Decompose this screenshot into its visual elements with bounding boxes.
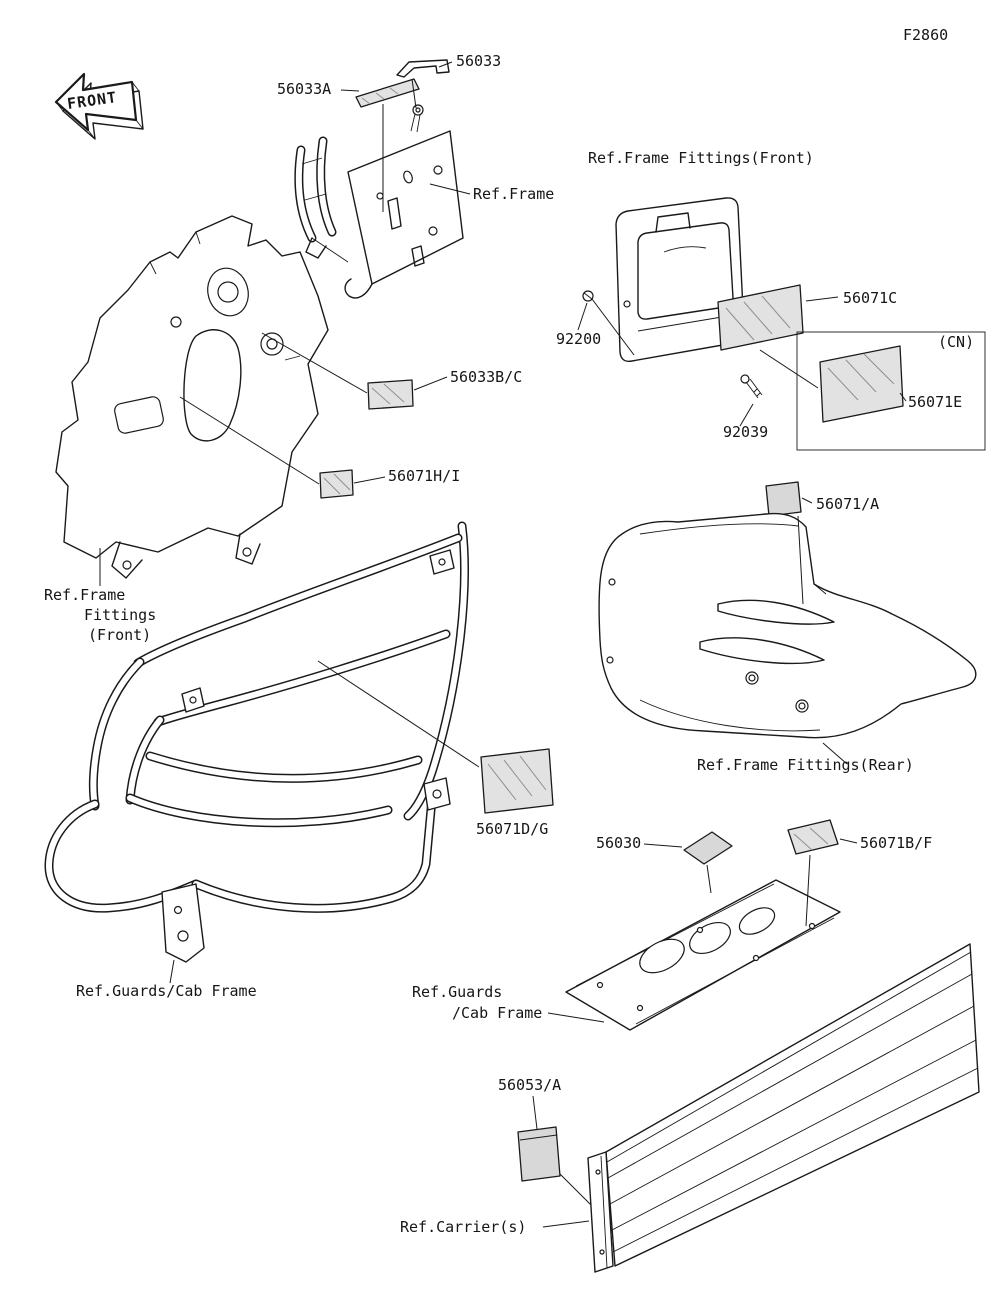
decal-56071a-part (765, 481, 802, 517)
decal-56071hi-part (319, 469, 354, 499)
carrier-panel-part (587, 943, 980, 1273)
label-56071e: 56071E (908, 393, 962, 411)
cab-frame-part (44, 521, 469, 963)
decal-56033-part (396, 59, 450, 78)
decal-56071dg-part (480, 748, 554, 814)
front-fitting-left-panel (55, 215, 329, 579)
decal-56030-part (683, 831, 733, 865)
label-56033a: 56033A (277, 80, 331, 98)
label-ref-carriers: Ref.Carrier(s) (400, 1218, 526, 1236)
figure-code: F2860 (903, 26, 948, 44)
screw-92200-part (582, 290, 594, 302)
label-56071dg: 56071D/G (476, 820, 548, 838)
label-cn: (CN) (938, 333, 974, 351)
decal-56033a-part (355, 78, 420, 108)
label-56030: 56030 (596, 834, 641, 852)
label-56071c: 56071C (843, 289, 897, 307)
label-56071bf: 56071B/F (860, 834, 932, 852)
decal-56071c-part (717, 284, 804, 351)
label-56033bc: 56033B/C (450, 368, 522, 386)
label-ref-frame-fittings-left-3: (Front) (88, 626, 151, 644)
decal-56071e-part (819, 345, 904, 423)
label-92200: 92200 (556, 330, 601, 348)
pin-92039-part (740, 374, 763, 399)
label-92039: 92039 (723, 423, 768, 441)
label-ref-guards-2: /Cab Frame (452, 1004, 542, 1022)
label-56071hi: 56071H/I (388, 467, 460, 485)
label-ref-frame-fittings-left-1: Ref.Frame (44, 586, 125, 604)
decal-56071bf-part (787, 819, 839, 855)
label-ref-guards-1: Ref.Guards (412, 983, 502, 1001)
label-ref-frame-fittings-left-2: Fittings (84, 606, 156, 624)
label-ref-frame: Ref.Frame (473, 185, 554, 203)
guards-plate-part (565, 879, 841, 1031)
rear-fitting-panel (598, 512, 977, 739)
label-56033: 56033 (456, 52, 501, 70)
label-56071a: 56071/A (816, 495, 879, 513)
decal-56053a-part (517, 1126, 561, 1182)
label-ref-frame-fittings-front: Ref.Frame Fittings(Front) (588, 149, 814, 167)
decal-56033bc-part (367, 379, 414, 410)
cn-variant-box (796, 331, 986, 451)
label-ref-guards-cab-frame: Ref.Guards/Cab Frame (76, 982, 257, 1000)
ref-frame-part (294, 104, 464, 299)
label-ref-frame-fittings-rear: Ref.Frame Fittings(Rear) (697, 756, 914, 774)
front-direction-arrow (54, 72, 144, 140)
label-56053a: 56053/A (498, 1076, 561, 1094)
leader-lines (99, 61, 907, 1228)
